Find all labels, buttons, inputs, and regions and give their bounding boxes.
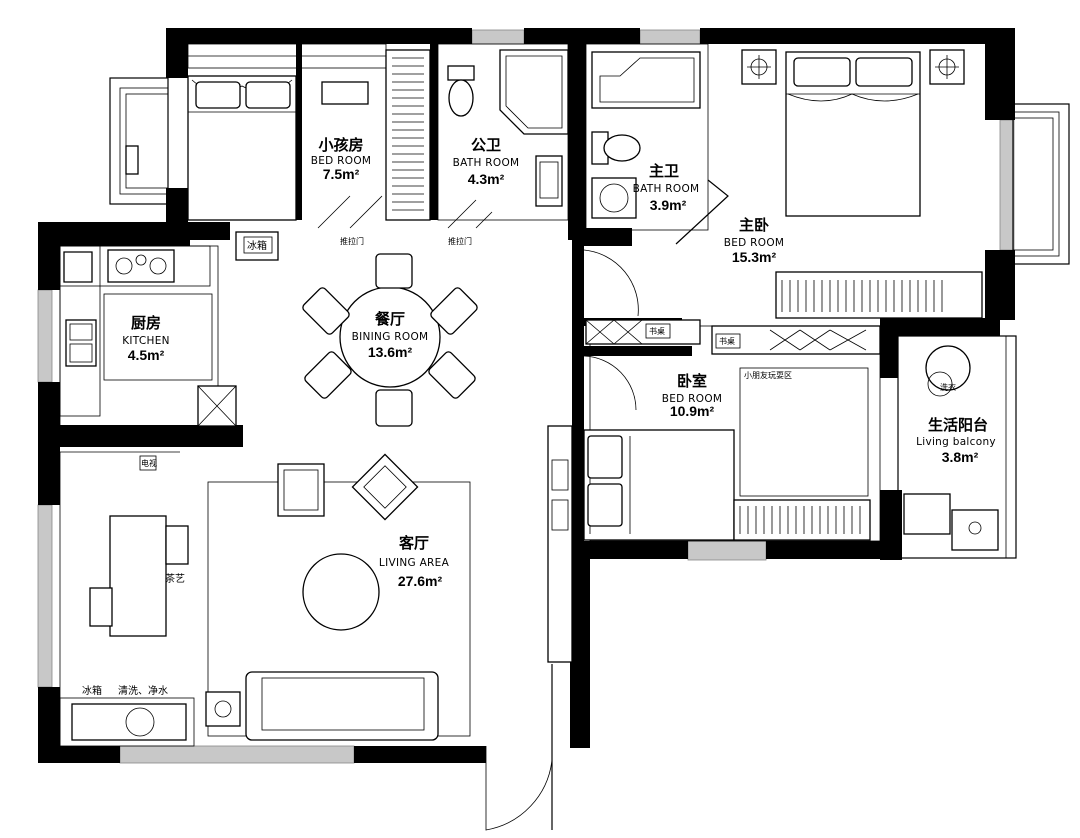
fridge-living-label: 冰箱 bbox=[82, 684, 102, 697]
wash-water-label: 清洗、净水 bbox=[118, 684, 168, 697]
public-bath-label: 公卫 BATH ROOM 4.3m² bbox=[453, 136, 520, 187]
desk-bedroom-label: 书桌 bbox=[719, 336, 735, 346]
living-balcony bbox=[897, 335, 1017, 559]
svg-text:客厅: 客厅 bbox=[398, 534, 429, 552]
svg-text:BED ROOM: BED ROOM bbox=[724, 237, 785, 249]
master-bedroom-label: 主卧 BED ROOM 15.3m² bbox=[724, 216, 785, 265]
svg-text:3.8m²: 3.8m² bbox=[942, 449, 979, 465]
master-bathroom bbox=[585, 43, 729, 245]
child-bedroom-label: 小孩房 BED ROOM 7.5m² bbox=[311, 136, 372, 182]
svg-text:小孩房: 小孩房 bbox=[318, 136, 363, 154]
svg-text:4.5m²: 4.5m² bbox=[128, 347, 165, 363]
public-bathroom bbox=[437, 43, 569, 229]
door-right-label: 推拉门 bbox=[448, 236, 472, 246]
bedroom-label: 卧室 BED ROOM 10.9m² bbox=[662, 372, 723, 419]
svg-text:厨房: 厨房 bbox=[131, 314, 161, 332]
svg-text:BATH ROOM: BATH ROOM bbox=[633, 183, 700, 195]
windows bbox=[37, 29, 1015, 764]
tea-label: 茶艺 bbox=[165, 572, 185, 585]
room-labels: 小孩房 BED ROOM 7.5m² 公卫 BATH ROOM 4.3m² 主卫… bbox=[122, 136, 996, 589]
child-room-bay-window bbox=[109, 77, 169, 205]
svg-text:3.9m²: 3.9m² bbox=[650, 197, 687, 213]
svg-text:生活阳台: 生活阳台 bbox=[928, 416, 988, 434]
svg-text:BATH ROOM: BATH ROOM bbox=[453, 157, 520, 169]
bedroom-wardrobe-lines bbox=[739, 506, 861, 534]
desk-master-label: 书桌 bbox=[649, 326, 665, 336]
dining-area bbox=[302, 253, 478, 427]
svg-text:主卫: 主卫 bbox=[649, 162, 679, 180]
svg-text:公卫: 公卫 bbox=[471, 136, 501, 154]
play-area-label: 小朋友玩耍区 bbox=[744, 370, 792, 380]
svg-text:4.3m²: 4.3m² bbox=[468, 171, 505, 187]
master-bath-label: 主卫 BATH ROOM 3.9m² bbox=[633, 162, 700, 213]
furniture-labels: 冰箱 推拉门 推拉门 书桌 书桌 小朋友玩耍区 洗衣 电视 茶艺 冰箱 清洗、净… bbox=[82, 236, 956, 697]
svg-text:BED ROOM: BED ROOM bbox=[311, 155, 372, 167]
svg-text:卧室: 卧室 bbox=[677, 372, 707, 390]
master-bedroom bbox=[583, 49, 983, 319]
washer-label: 洗衣 bbox=[940, 382, 956, 392]
tv-label: 电视 bbox=[141, 458, 157, 468]
second-bedroom bbox=[583, 319, 881, 542]
balcony-label: 生活阳台 Living balcony 3.8m² bbox=[916, 416, 996, 465]
svg-text:27.6m²: 27.6m² bbox=[398, 573, 443, 589]
walls bbox=[38, 28, 1015, 763]
svg-text:Living balcony: Living balcony bbox=[916, 436, 996, 448]
svg-text:10.9m²: 10.9m² bbox=[670, 403, 715, 419]
living-room bbox=[59, 425, 573, 831]
svg-text:餐厅: 餐厅 bbox=[375, 310, 405, 328]
living-label: 客厅 LIVING AREA 27.6m² bbox=[379, 534, 450, 589]
door-left-label: 推拉门 bbox=[340, 236, 364, 246]
svg-text:15.3m²: 15.3m² bbox=[732, 249, 777, 265]
svg-text:13.6m²: 13.6m² bbox=[368, 344, 413, 360]
svg-text:KITCHEN: KITCHEN bbox=[122, 335, 170, 347]
svg-text:BED ROOM: BED ROOM bbox=[662, 393, 723, 405]
child-wardrobe-lines bbox=[392, 57, 424, 211]
child-bedroom bbox=[187, 43, 431, 229]
kitchen-label: 厨房 KITCHEN 4.5m² bbox=[122, 314, 170, 363]
fridge-kitchen-label: 冰箱 bbox=[247, 239, 267, 252]
master-bay-window bbox=[1012, 103, 1070, 265]
svg-text:7.5m²: 7.5m² bbox=[323, 166, 360, 182]
dining-label: 餐厅 BINING ROOM 13.6m² bbox=[352, 310, 429, 360]
kitchen bbox=[59, 231, 279, 427]
svg-text:主卧: 主卧 bbox=[739, 216, 769, 234]
svg-text:LIVING AREA: LIVING AREA bbox=[379, 557, 450, 569]
svg-text:BINING ROOM: BINING ROOM bbox=[352, 331, 429, 343]
master-wardrobe-lines bbox=[781, 280, 943, 312]
